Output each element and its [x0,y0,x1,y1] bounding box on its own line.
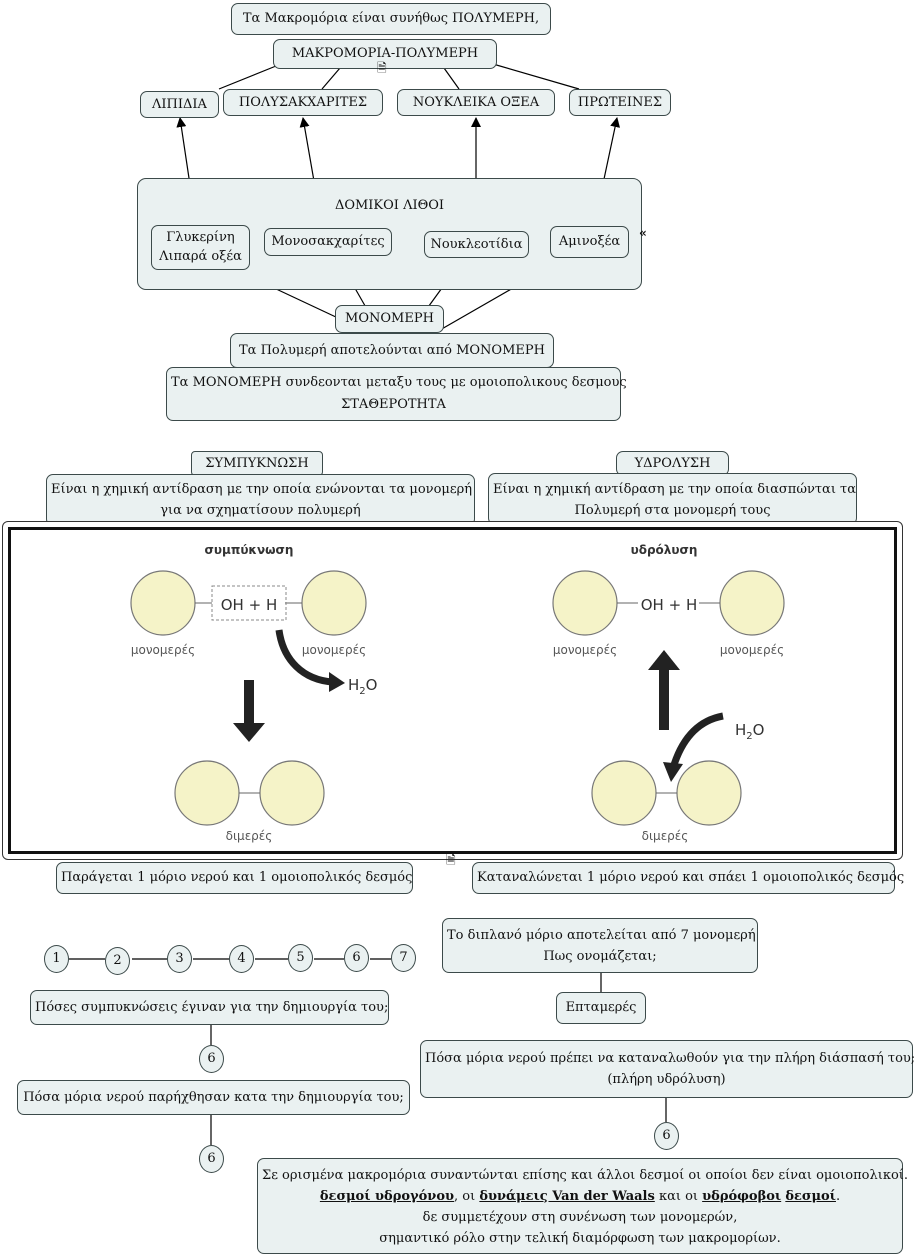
class-proteins[interactable]: ΠΡΩΤΕΙΝΕΣ [569,89,671,116]
chain-monomer-4[interactable]: 4 [229,945,254,973]
monomers-node[interactable]: ΜΟΝΟΜΕΡΗ [335,305,444,333]
condensation-result[interactable]: Παράγεται 1 μόριο νερού και 1 ομοιοπολικ… [56,862,413,894]
condensation-def-line2: για να σχηματίσουν πολυμερή [160,503,361,518]
hyd-monomer-right-circle [719,570,785,636]
monomer-label-left: μονομερές [131,643,195,657]
chain-monomer-2[interactable]: 2 [105,947,130,975]
covalent-bonds-line: Τα ΜΟΝΟΜΕΡΗ συνδεονται μεταξυ τους με ομ… [171,375,627,390]
building-blocks-title: ΔΟΜΙΚΟΙ ΛΙΘΟΙ [334,198,445,213]
class-lipids[interactable]: ΛΙΠΙΔΙΑ [140,91,219,118]
block-glycerol: Γλυκερίνη [166,230,235,245]
chain-monomer-6[interactable]: 6 [344,944,369,972]
down-arrow [233,723,265,742]
root-node-macromolecules[interactable]: ΜΑΚΡΟΜΟΡΙΑ-ΠΟΛΥΜΕΡΗ [273,39,497,69]
block-nucleotides[interactable]: Νουκλεοτίδια [424,231,529,258]
block-fatty-acids: Λιπαρά οξέα [159,249,242,264]
hydrophobic: υδρόφοβοι [702,1189,782,1204]
question-water-consumed-line2: (πλήρη υδρόλυση) [607,1072,726,1087]
hyd-dimer-label: διμερές [642,829,689,843]
monomer-right-circle [301,570,367,636]
other-bonds-line2: δεσμοί υδρογόνου, οι δυνάμεις Van der Wa… [262,1186,898,1207]
chain-monomer-7[interactable]: 7 [391,944,416,972]
other-bonds-line3: δε συμμετέχουν στη συνένωση των μονομερώ… [422,1210,738,1225]
oh-h-dashed-box [211,585,287,621]
covalent-bonds-node[interactable]: Τα ΜΟΝΟΜΕΡΗ συνδεονται μεταξυ τους με ομ… [166,367,627,421]
hyd-monomer-left-circle [552,570,618,636]
dimer-left-circle [174,760,240,826]
hydrolysis-title[interactable]: ΥΔΡΟΛΥΣΗ [616,451,729,476]
hydrolysis-def-line2: Πολυμερή στα μονομερή τους [574,503,771,518]
class-polysaccharides[interactable]: ΠΟΛΥΣΑΚΧΑΡΙΤΕΣ [223,89,383,116]
hyd-oh-h-label: OH + H [641,596,697,614]
polymers-made-of-monomers[interactable]: Τα Πολυμερή αποτελούνται από ΜΟΝΟΜΕΡΗ [230,333,554,368]
stability-line: ΣΤΑΘΕΡΟΤΗΤΑ [341,397,446,412]
hydrogen-bonds: δεσμοί υδρογόνου [319,1189,455,1204]
other-bonds-line4: σημαντικό ρόλο στην τελική διαμόρφωση τω… [379,1231,781,1246]
other-bonds-line1: Σε ορισμένα μακρομόρια συναντώνται επίση… [262,1168,909,1183]
answer-water-consumed[interactable]: 6 [654,1122,679,1150]
block-amino-acids[interactable]: Αμινοξέα [550,226,629,258]
other-bonds-note[interactable]: Σε ορισμένα μακρομόρια συναντώνται επίση… [257,1158,909,1254]
chain-monomer-3[interactable]: 3 [167,945,192,973]
hydrolysis-definition[interactable]: Είναι η χημική αντίδραση με την οποία δι… [488,473,857,525]
question-condensations[interactable]: Πόσες συμπυκνώσεις έγιναν για την δημιου… [30,990,389,1025]
dimer-right-circle [259,760,325,826]
answer-condensations[interactable]: 6 [199,1045,224,1073]
hyd-dimer-left-circle [591,760,657,826]
dimer-label-left: διμερές [226,829,273,843]
block-monosaccharides[interactable]: Μονοσακχαρίτες [264,228,392,256]
water-consume-arrow [669,712,724,770]
hyd-dimer-right-circle [676,760,742,826]
condensation-title[interactable]: ΣΥΜΠΥΚΝΩΣΗ [191,451,323,476]
water-label-right: H2O [735,721,764,742]
question-water-produced[interactable]: Πόσα μόρια νερού παρήχθησαν κατα την δημ… [17,1080,410,1115]
monomer-label-right: μονομερές [302,643,366,657]
separator-1: , οι [454,1189,480,1204]
answer-water-produced[interactable]: 6 [199,1145,224,1173]
condensation-definition[interactable]: Είναι η χημική αντίδραση με την οποία εν… [46,474,475,526]
up-arrow [648,650,680,670]
chain-monomer-1[interactable]: 1 [44,945,69,973]
question-water-consumed-line1: Πόσα μόρια νερού πρέπει να καταναλωθούν … [425,1051,915,1066]
van-der-waals: δυνάμεις Van der Waals [479,1189,655,1204]
question-name-molecule[interactable]: Το διπλανό μόριο αποτελείται από 7 μονομ… [442,918,758,973]
intro-note[interactable]: Τα Μακρομόρια είναι συνήθως ΠΟΛΥΜΕΡΗ, [231,3,551,35]
chain-monomer-5[interactable]: 5 [288,944,313,972]
question-water-consumed[interactable]: Πόσα μόρια νερού πρέπει να καταναλωθούν … [420,1040,915,1098]
hydrolysis-def-line1: Είναι η χημική αντίδραση με την οποία δι… [493,482,857,497]
water-label-left: H2O [348,676,377,697]
block-glycerol-fatty-acids[interactable]: Γλυκερίνη Λιπαρά οξέα [151,225,250,270]
note-icon-figure[interactable]: 🗎 [446,853,456,867]
condensation-figure-title: συμπύκνωση [205,543,294,557]
water-release-arrow [275,629,334,686]
hydrolysis-figure-title: υδρόλυση [631,543,698,557]
question-name-line2: Πως ονομάζεται; [543,949,657,964]
question-name-line1: Το διπλανό μόριο αποτελείται από 7 μονομ… [447,928,756,943]
note-icon[interactable]: 🗎 [377,61,387,75]
condensation-def-line1: Είναι η χημική αντίδραση με την οποία εν… [51,482,473,497]
hydrolysis-result[interactable]: Καταναλώνεται 1 μόριο νερού και σπάει 1 … [472,862,904,894]
collapse-icon[interactable]: « [639,226,647,240]
monomer-left-circle [130,570,196,636]
reaction-figure-svg: συμπύκνωση OH + H μονομερές μονομερές H2… [130,543,785,843]
hyd-monomer-label-right: μονομερές [720,643,784,657]
reaction-figure-panel: συμπύκνωση OH + H μονομερές μονομερές H2… [2,521,903,860]
separator-2: και οι [654,1189,703,1204]
reaction-figure: συμπύκνωση OH + H μονομερές μονομερές H2… [8,527,897,854]
hyd-monomer-label-left: μονομερές [553,643,617,657]
oh-h-label: OH + H [221,596,277,614]
separator-end: . [835,1189,841,1204]
answer-heptamer[interactable]: Επταμερές [556,992,646,1024]
class-nucleic-acids[interactable]: ΝΟΥΚΛΕΙΚΑ ΟΞΕΑ [397,89,555,116]
bonds-word: δεσμοί [785,1189,836,1204]
